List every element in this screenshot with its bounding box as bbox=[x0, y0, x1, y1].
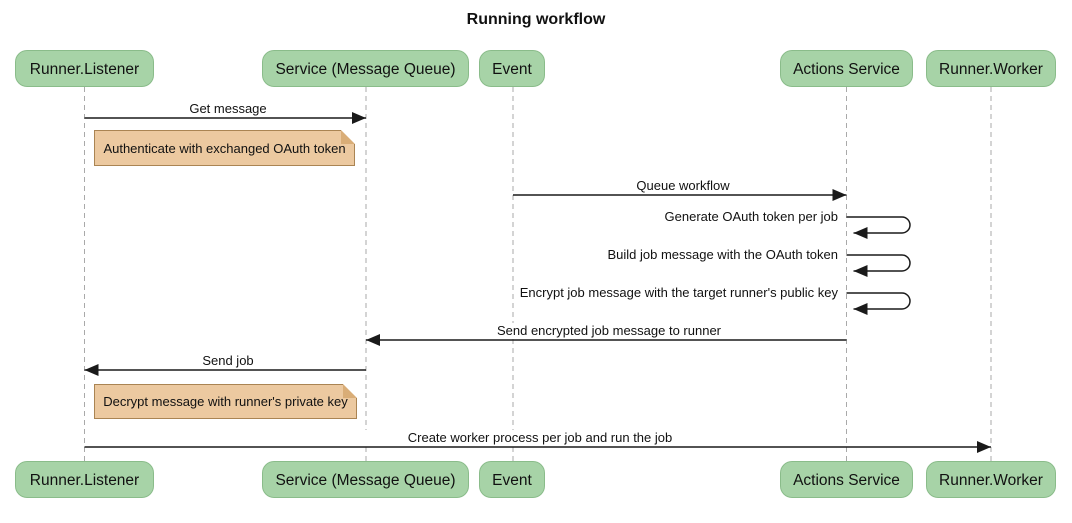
self-arrow-build-job-message bbox=[846, 254, 911, 277]
message-label-encrypt-job-message: Encrypt job message with the target runn… bbox=[516, 285, 841, 301]
actor-top-service-message-queue: Service (Message Queue) bbox=[262, 50, 469, 87]
actor-bottom-event: Event bbox=[479, 461, 545, 498]
note-text: Authenticate with exchanged OAuth token bbox=[103, 140, 346, 156]
diagram-title: Running workflow bbox=[466, 11, 606, 28]
message-label-build-job-message: Build job message with the OAuth token bbox=[604, 247, 841, 263]
actor-bottom-actions-service: Actions Service bbox=[780, 461, 913, 498]
note-text: Decrypt message with runner's private ke… bbox=[103, 394, 348, 409]
actor-top-event: Event bbox=[479, 50, 545, 87]
message-label-get-message: Get message bbox=[125, 101, 331, 117]
message-label-generate-oauth-token: Generate OAuth token per job bbox=[661, 209, 841, 225]
self-arrow-generate-oauth-token bbox=[846, 216, 911, 239]
message-label-send-job: Send job bbox=[125, 353, 331, 369]
note-authenticate-oauth: Authenticate with exchanged OAuth token bbox=[94, 130, 355, 166]
actor-bottom-service-message-queue: Service (Message Queue) bbox=[262, 461, 469, 498]
message-label-queue-workflow: Queue workflow bbox=[580, 178, 786, 194]
actor-top-runner-worker: Runner.Worker bbox=[926, 50, 1056, 87]
self-arrow-encrypt-job-message bbox=[846, 292, 911, 315]
message-label-send-encrypted-job: Send encrypted job message to runner bbox=[406, 323, 812, 339]
actor-bottom-runner-listener: Runner.Listener bbox=[15, 461, 154, 498]
actor-top-actions-service: Actions Service bbox=[780, 50, 913, 87]
actor-bottom-runner-worker: Runner.Worker bbox=[926, 461, 1056, 498]
actor-top-runner-listener: Runner.Listener bbox=[15, 50, 154, 87]
message-label-create-worker: Create worker process per job and run th… bbox=[337, 430, 743, 446]
note-decrypt-message: Decrypt message with runner's private ke… bbox=[94, 384, 357, 419]
